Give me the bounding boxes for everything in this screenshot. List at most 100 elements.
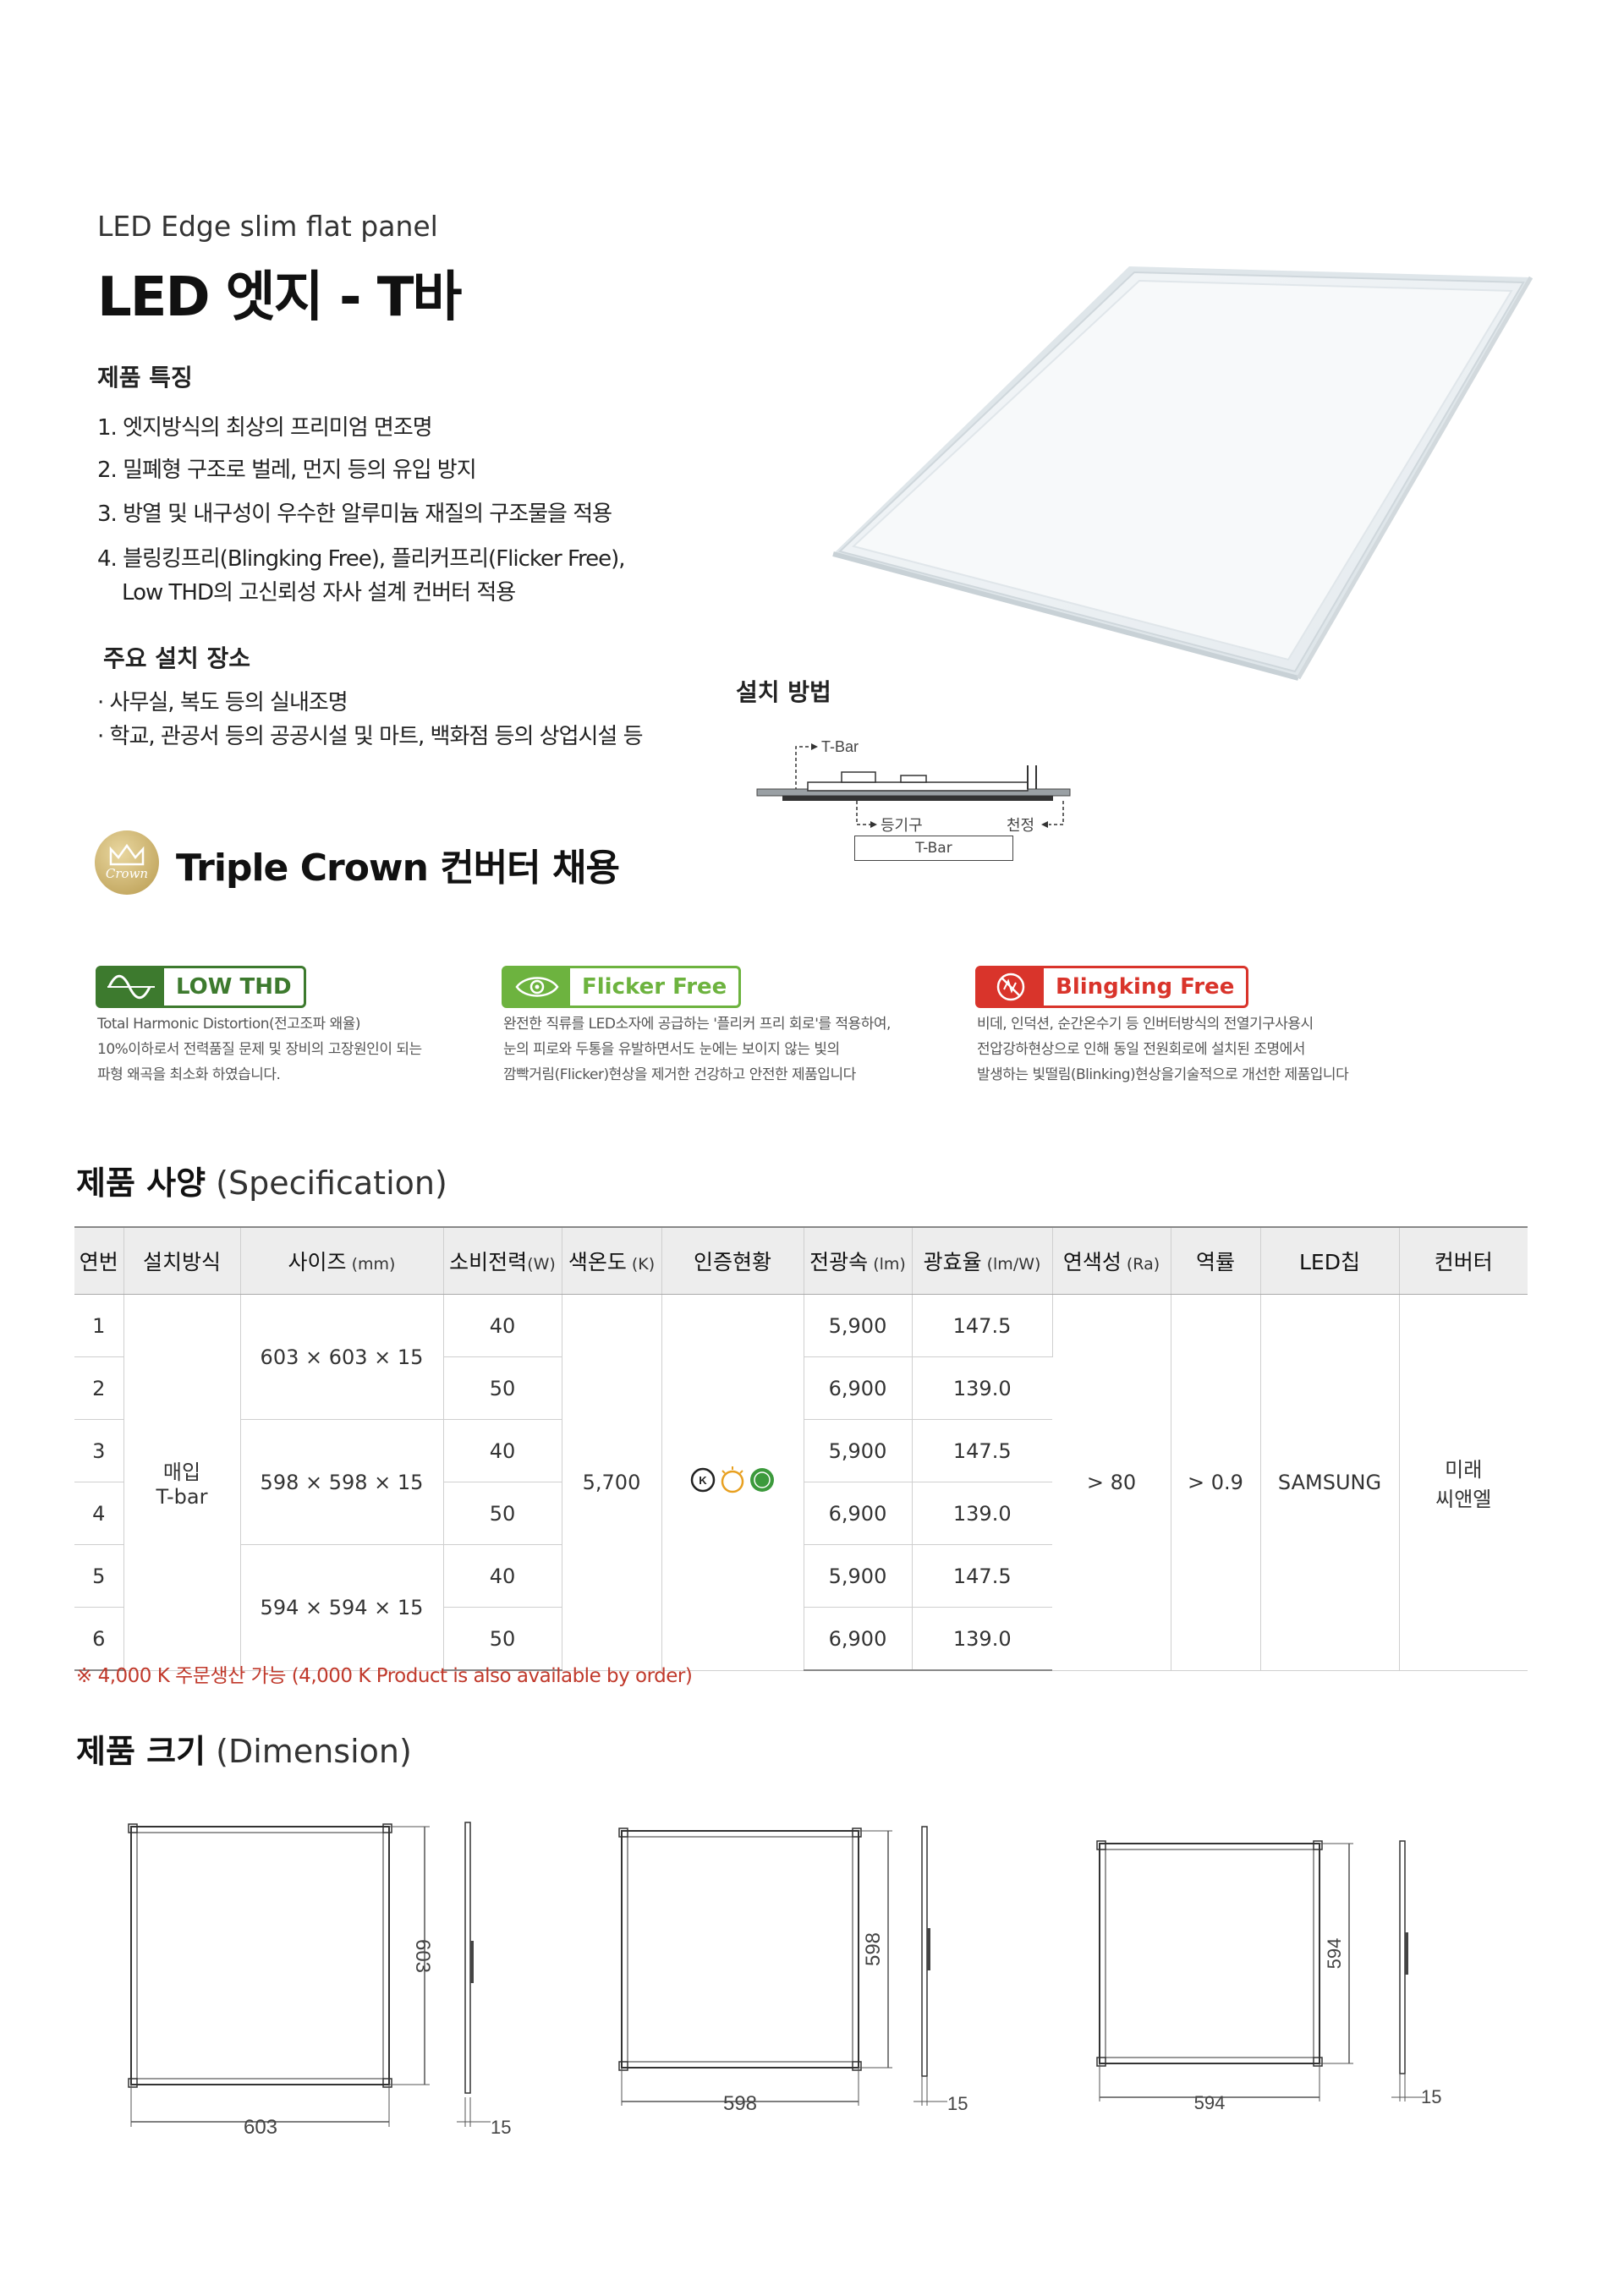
- spec-header-row: 연번 설치방식 사이즈 (mm) 소비전력(W) 색온도 (K) 인증현황 전광…: [74, 1226, 1528, 1295]
- cri-cell: > 80: [1052, 1294, 1171, 1671]
- dimension-height-label: 603: [411, 1939, 434, 1973]
- dimension-heading: 제품 크기 (Dimension): [76, 1733, 412, 1770]
- dimension-width-label: 598: [723, 2092, 757, 2115]
- product-subtitle: LED Edge slim flat panel: [97, 210, 438, 243]
- feature-item: 3. 방열 및 내구성이 우수한 알루미늄 재질의 구조물을 적용: [97, 501, 612, 527]
- dimension-height-label: 598: [862, 1932, 885, 1966]
- feature-item: Low THD의 고신뢰성 자사 설계 컨버터 적용: [97, 580, 516, 606]
- dimension-thickness-label: 15: [1421, 2086, 1441, 2107]
- crown-logo: Crown: [95, 830, 159, 895]
- power-cell: 50: [443, 1607, 562, 1671]
- eye-icon: [515, 977, 559, 997]
- dimension-width-label: 594: [1194, 2092, 1226, 2113]
- col-header: 컨버터: [1399, 1226, 1528, 1295]
- efficacy-cell: 147.5: [912, 1294, 1053, 1357]
- spec-table: 연번 설치방식 사이즈 (mm) 소비전력(W) 색온도 (K) 인증현황 전광…: [74, 1226, 1528, 1671]
- size-cell: 603 × 603 × 15: [240, 1294, 444, 1420]
- flux-cell: 6,900: [804, 1482, 913, 1545]
- col-header: LED칩: [1260, 1226, 1400, 1295]
- color-temp-cell: 5,700: [562, 1294, 662, 1671]
- table-row: 6 50 6,900 139.0: [74, 1607, 1528, 1671]
- dimension-height-label: 594: [1324, 1938, 1345, 1970]
- col-header: 사이즈 (mm): [240, 1226, 444, 1295]
- efficacy-cell: 139.0: [912, 1356, 1052, 1420]
- low-thd-badge: LOW THD: [96, 966, 306, 1008]
- dimension-thickness-label: 15: [947, 2093, 968, 2114]
- power-cell: 50: [443, 1356, 562, 1420]
- certification-cell: K: [661, 1294, 804, 1671]
- install-place-item: · 학교, 관공서 등의 공공시설 및 마트, 백화점 등의 상업시설 등: [97, 724, 644, 749]
- table-row: 3 598 × 598 × 15 40 5,900 147.5: [74, 1419, 1528, 1545]
- flicker-free-badge: Flicker Free: [502, 966, 742, 1008]
- power-factor-cell: > 0.9: [1171, 1294, 1261, 1671]
- flicker-free-label: Flicker Free: [582, 974, 727, 1000]
- sine-wave-icon: [107, 974, 155, 1000]
- install-places-heading: 주요 설치 장소: [103, 644, 251, 672]
- tbar-top-label: T-Bar: [821, 738, 859, 755]
- power-cell: 40: [443, 1294, 562, 1357]
- install-method-diagram: T-Bar 등기구 천정: [756, 738, 1071, 834]
- table-row: 2 50 6,900 139.0: [74, 1356, 1528, 1420]
- table-row: 5 594 × 594 × 15 40 5,900 147.5: [74, 1544, 1528, 1671]
- crown-logo-text: Crown: [105, 866, 149, 881]
- row-number: 1: [74, 1294, 124, 1357]
- dimension-drawing-598: 598 598 15: [618, 1826, 968, 2115]
- col-header: 역률: [1171, 1226, 1261, 1295]
- efficacy-cell: 147.5: [912, 1419, 1052, 1482]
- flux-cell: 5,900: [804, 1419, 913, 1482]
- led-chip-cell: SAMSUNG: [1260, 1294, 1400, 1671]
- table-row: 4 50 6,900 139.0: [74, 1482, 1528, 1545]
- col-header: 연색성 (Ra): [1052, 1226, 1171, 1295]
- col-header: 색온도 (K): [562, 1226, 662, 1295]
- feature-item: 2. 밀폐형 구조로 벌레, 먼지 등의 유입 방지: [97, 458, 477, 483]
- tbar-box-label: T-Bar: [854, 836, 1013, 861]
- led-panel-image: [832, 266, 1533, 681]
- efficacy-cell: 139.0: [912, 1482, 1052, 1545]
- spec-heading: 제품 사양 (Specification): [76, 1164, 447, 1202]
- efficacy-cell: 147.5: [912, 1544, 1052, 1608]
- power-cell: 40: [443, 1419, 562, 1482]
- col-header: 설치방식: [123, 1226, 241, 1295]
- col-header: 광효율 (lm/W): [912, 1226, 1053, 1295]
- dimension-drawing-603: 603 603 15: [128, 1822, 511, 2139]
- low-thd-description: Total Harmonic Distortion(전고조파 왜율)10%이하로…: [97, 1016, 422, 1083]
- col-header: 소비전력(W): [443, 1226, 562, 1295]
- power-cell: 40: [443, 1544, 562, 1608]
- col-header: 전광속 (lm): [804, 1226, 913, 1295]
- flux-cell: 5,900: [804, 1544, 913, 1608]
- row-number: 5: [74, 1544, 124, 1608]
- fixture-label: 등기구: [881, 817, 923, 834]
- row-number: 6: [74, 1607, 124, 1671]
- size-cell: 598 × 598 × 15: [240, 1419, 444, 1545]
- spec-note: ※ 4,000 K 주문생산 가능 (4,000 K Product is al…: [76, 1665, 693, 1687]
- flux-cell: 6,900: [804, 1607, 913, 1671]
- blingking-free-label: Blingking Free: [1056, 974, 1235, 1000]
- certification-marks-icon: K: [690, 1466, 774, 1493]
- row-number: 3: [74, 1419, 124, 1482]
- product-title: LED 엣지 - T바: [97, 266, 462, 329]
- row-number: 2: [74, 1356, 124, 1420]
- dimension-thickness-label: 15: [491, 2117, 511, 2138]
- col-header: 연번: [74, 1226, 124, 1295]
- blingking-free-badge: Blingking Free: [975, 966, 1249, 1008]
- install-place-item: · 사무실, 복도 등의 실내조명: [97, 690, 348, 715]
- flux-cell: 5,900: [804, 1294, 913, 1357]
- dimension-width-label: 603: [244, 2116, 277, 2139]
- feature-item: 4. 블링킹프리(Blingking Free), 플리커프리(Flicker …: [97, 546, 626, 572]
- svg-text:K: K: [699, 1474, 707, 1487]
- feature-item: 1. 엣지방식의 최상의 프리미엄 면조명: [97, 415, 433, 441]
- col-header: 인증현황: [661, 1226, 804, 1295]
- install-method-heading: 설치 방법: [736, 678, 831, 706]
- no-blink-icon: [996, 973, 1025, 1001]
- efficacy-cell: 139.0: [912, 1607, 1052, 1671]
- dimension-drawing-594: 594 594 15: [1096, 1840, 1441, 2113]
- row-number: 4: [74, 1482, 124, 1545]
- flicker-free-description: 완전한 직류를 LED소자에 공급하는 '플리커 프리 회로'를 적용하여,눈의…: [503, 1016, 891, 1083]
- features-heading: 제품 특징: [97, 364, 193, 392]
- power-cell: 50: [443, 1482, 562, 1545]
- ceiling-label: 천정: [1007, 817, 1034, 834]
